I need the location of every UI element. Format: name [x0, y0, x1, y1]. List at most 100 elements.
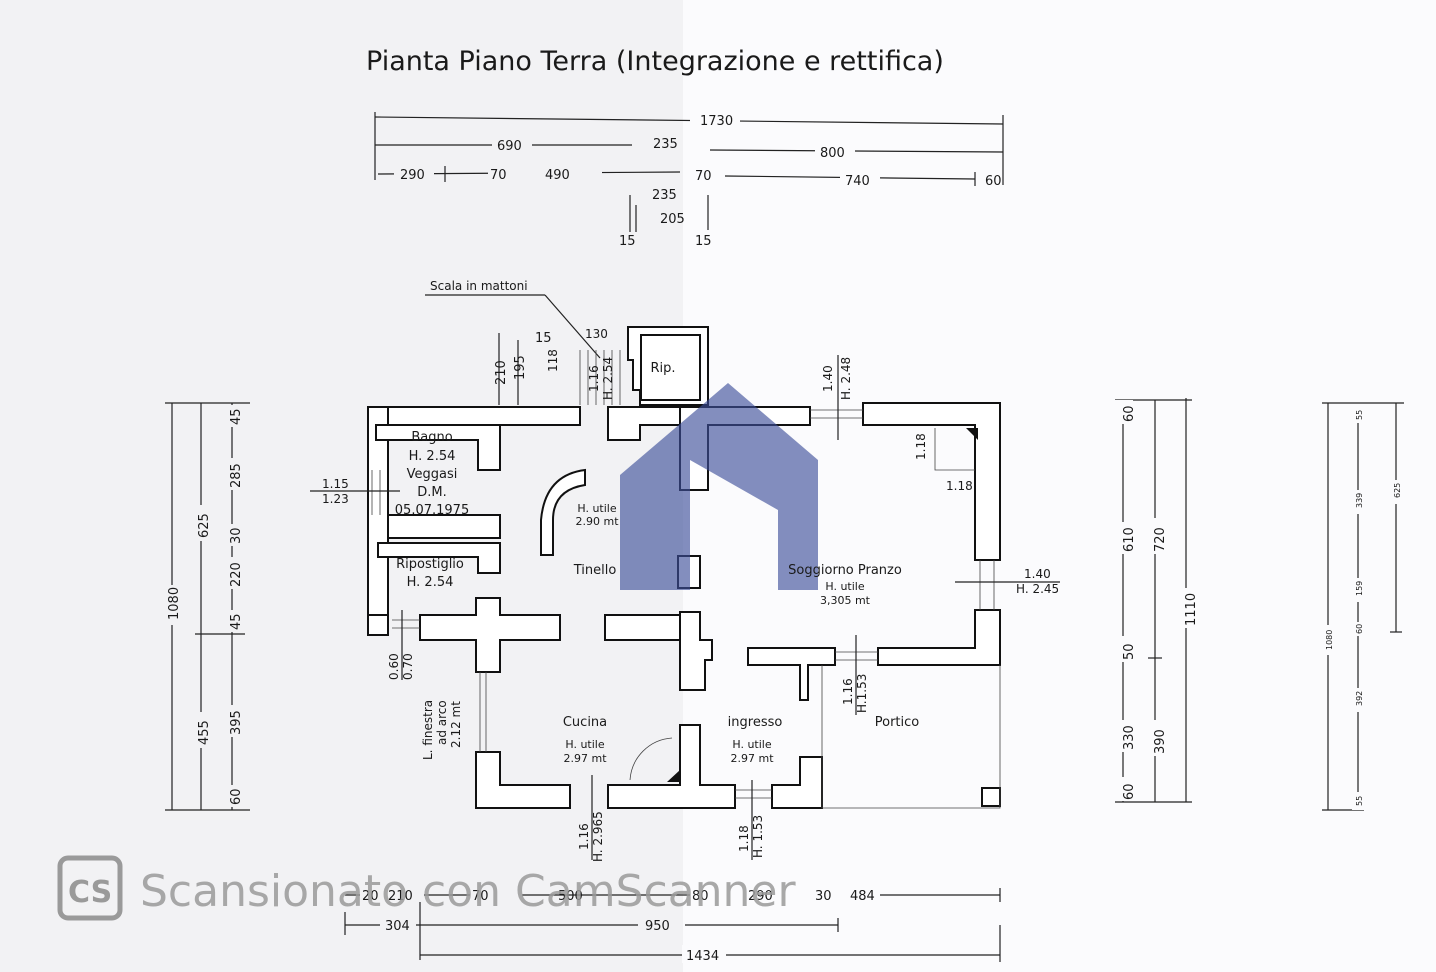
cucina-h-label: H. utile: [565, 738, 604, 751]
dim-bottom-210: 210: [388, 889, 413, 904]
cucina-door-width: 1.16: [577, 823, 591, 850]
dim-bottom-484: 484: [850, 889, 875, 904]
dim-right-390: 390: [1153, 729, 1168, 754]
arch-window-label: L. finestra: [421, 700, 435, 760]
dim-left-30: 30: [229, 527, 244, 544]
dim-490: 490: [545, 168, 570, 183]
dim-bottom-304: 304: [385, 919, 410, 934]
dim-right-60a: 60: [1122, 405, 1137, 422]
right-dimensions: 60 610 50 330 60 720 390 1110: [1115, 398, 1199, 803]
dim-bottom-30: 30: [815, 889, 832, 904]
camscanner-watermark: CS Scansionato con CamScanner: [57, 855, 797, 921]
dim-right-330: 330: [1122, 725, 1137, 750]
dim-bottom-80: 80: [692, 889, 709, 904]
dim-70b: 70: [695, 169, 712, 184]
walls: [367, 326, 1001, 809]
dim-left-220: 220: [229, 562, 244, 587]
bottom-dimensions: 20 210 70 500 80 290 30 484 304 950 1434: [344, 884, 1001, 964]
soggiorno-h-label: H. utile: [825, 580, 864, 593]
far-right-dimensions: 1080 55 339 159 60 392 55 625: [1322, 402, 1404, 811]
dim-far-339: 339: [1355, 493, 1364, 508]
dim-195: 195: [513, 355, 528, 380]
dim-far-159: 159: [1355, 581, 1364, 596]
dim-290: 290: [400, 168, 425, 183]
soggiorno-right-window-width: 1.40: [1024, 567, 1051, 581]
arch-window-type: ad arco: [435, 700, 449, 745]
soggiorno-top-window-width: 1.40: [821, 365, 835, 392]
dim-right-610: 610: [1122, 527, 1137, 552]
room-soggiorno-pranzo: Soggiorno Pranzo: [788, 563, 902, 578]
top-dimensions: 1730 690 235 800 290 70 490 70 740 60 23…: [374, 108, 1004, 249]
dim-left-45b: 45: [229, 613, 244, 630]
dim-118: 118: [546, 349, 560, 372]
rip-window-height: 0.70: [401, 653, 415, 680]
room-tinello: Tinello: [573, 563, 617, 578]
dim-1730: 1730: [700, 114, 733, 129]
room-labels: Bagno H. 2.54 Veggasi D.M. 05.07.1975 Ri…: [395, 361, 920, 765]
tinello-h-label: H. utile: [577, 502, 616, 515]
dim-235: 235: [653, 137, 678, 152]
room-portico: Portico: [875, 715, 920, 730]
dim-far-1080: 1080: [1325, 630, 1334, 650]
dim-left-60: 60: [229, 788, 244, 805]
room-ingresso: ingresso: [728, 715, 783, 730]
ripostiglio-height: H. 2.54: [407, 575, 454, 590]
dim-bottom-950: 950: [645, 919, 670, 934]
bagno-window-width: 1.15: [322, 477, 349, 491]
dim-205: 205: [660, 212, 685, 227]
soggiorno-height: 3,305 mt: [820, 594, 871, 607]
dim-left-1080: 1080: [167, 587, 182, 620]
dim-left-395: 395: [229, 710, 244, 735]
dim-60: 60: [985, 174, 1002, 189]
dim-130: 130: [585, 327, 608, 341]
stair-label: Scala in mattoni: [430, 279, 528, 293]
bagno-window-height: 1.23: [322, 492, 349, 506]
arch-window-width: 2.12 mt: [449, 701, 463, 748]
cucina-door-height: H. 2.965: [591, 811, 605, 862]
ingresso-door-height: H. 1.53: [751, 815, 765, 858]
room-bagno: Bagno: [411, 430, 452, 445]
room-cucina: Cucina: [563, 715, 607, 730]
rip-window-width: 0.60: [387, 653, 401, 680]
tinello-height: 2.90 mt: [575, 515, 619, 528]
plan-title: Pianta Piano Terra (Integrazione e retti…: [366, 46, 944, 77]
dim-15b: 15: [695, 234, 712, 249]
dim-690: 690: [497, 139, 522, 154]
cucina-height: 2.97 mt: [563, 752, 607, 765]
ingresso-door-width: 1.18: [737, 825, 751, 852]
dim-15: 15: [535, 331, 552, 346]
left-dimensions: 1080 625 455 45 285 30 220 45 395 60: [160, 402, 250, 811]
dim-bottom-20: 20: [362, 889, 379, 904]
dim-bottom-70: 70: [472, 889, 489, 904]
agency-logo-watermark: [620, 383, 818, 590]
room-ripostiglio: Ripostiglio: [396, 557, 464, 572]
corner-dim-h: 1.18: [946, 479, 973, 493]
stair-height: H. 2.54: [601, 357, 615, 400]
corner-dim-v: 1.18: [914, 433, 928, 460]
dim-far-55b: 55: [1355, 796, 1364, 806]
dim-70a: 70: [490, 168, 507, 183]
dim-740: 740: [845, 174, 870, 189]
dim-left-455: 455: [197, 720, 212, 745]
portico-door-height: H.1.53: [855, 674, 869, 713]
soggiorno-top-window-height: H. 2.48: [839, 357, 853, 400]
dim-far-625: 625: [1393, 483, 1402, 498]
portico-door-width: 1.16: [841, 678, 855, 705]
bagno-note: Veggasi: [407, 467, 458, 482]
ingresso-height: 2.97 mt: [730, 752, 774, 765]
stair-width: 1.16: [587, 365, 601, 392]
opening-annotations: 1.15 1.23 0.60 0.70 L. finestra ad arco …: [310, 355, 1060, 862]
dim-235b: 235: [652, 188, 677, 203]
camscanner-logo-text: CS: [68, 875, 112, 910]
dim-right-1110: 1110: [1184, 593, 1199, 626]
bagno-height: H. 2.54: [409, 449, 456, 464]
dim-left-625: 625: [197, 513, 212, 538]
room-rip: Rip.: [650, 361, 675, 376]
dim-bottom-290: 290: [748, 889, 773, 904]
dim-far-60: 60: [1355, 624, 1364, 634]
dim-15a: 15: [619, 234, 636, 249]
camscanner-text: Scansionato con CamScanner: [140, 866, 797, 917]
bagno-note-dm: D.M.: [417, 485, 447, 500]
soggiorno-right-window-height: H. 2.45: [1016, 582, 1059, 596]
